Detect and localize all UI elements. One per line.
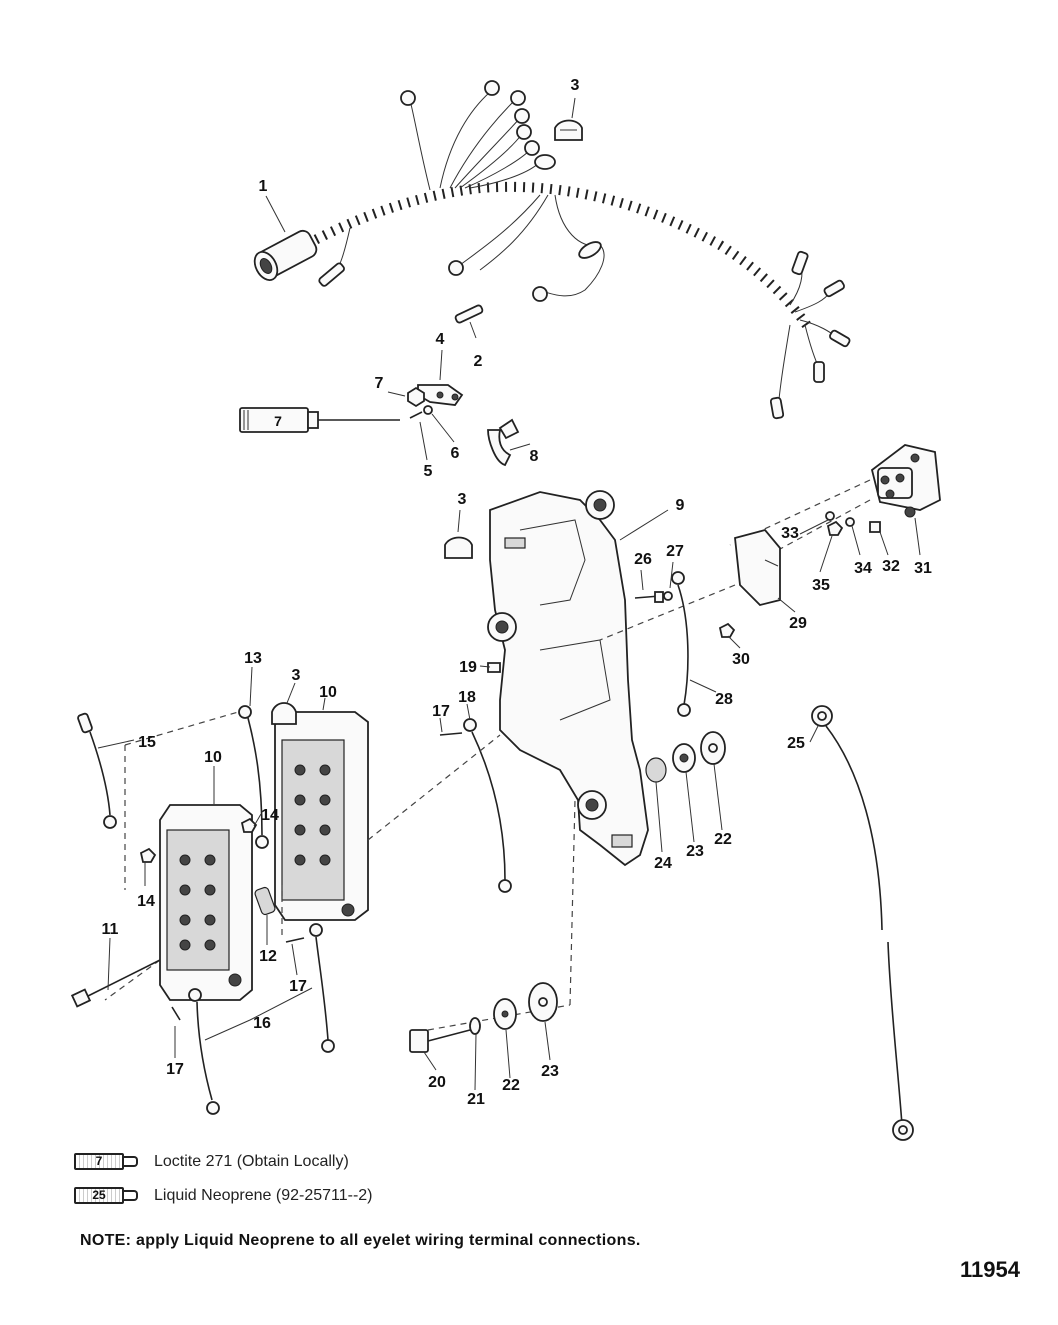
mounting-bracket-part-9 — [487, 490, 649, 867]
screw-part-17-lower — [171, 1006, 181, 1021]
callout-27: 27 — [666, 543, 684, 560]
callout-24: 24 — [654, 855, 672, 872]
clip-part-3-lower — [271, 702, 297, 725]
cable-part-25 — [811, 705, 914, 1141]
nut-part-14-upper — [240, 817, 258, 833]
switch-box-lower — [159, 804, 253, 1001]
screw-part-5 — [409, 411, 423, 419]
bolt-part-20 — [409, 1029, 471, 1053]
legend-text: Liquid Neoprene (92-25711--2) — [154, 1187, 373, 1204]
nut-part-7 — [407, 386, 425, 408]
callout-33: 33 — [781, 525, 799, 542]
lead-part-15 — [77, 712, 117, 829]
callout-18: 18 — [458, 689, 476, 706]
screw-part-17-right — [285, 937, 305, 943]
callout-23-upper: 23 — [686, 843, 704, 860]
callout-3-mid: 3 — [458, 491, 467, 508]
callout-5: 5 — [424, 463, 433, 480]
callout-1: 1 — [259, 178, 268, 195]
leader-lines — [97, 97, 921, 1091]
legend-text: Loctite 271 (Obtain Locally) — [154, 1153, 349, 1170]
loctite-tube-icon: 7 — [239, 407, 400, 433]
tube-icon: 7 — [74, 1152, 144, 1172]
legend-row-neoprene: 25 Liquid Neoprene (92-25711--2) — [74, 1186, 373, 1206]
callout-32: 32 — [882, 558, 900, 575]
lead-part-16 — [188, 923, 335, 1115]
callout-17-center: 17 — [432, 703, 450, 720]
bolt-part-11 — [70, 959, 161, 1008]
legend-row-loctite: 7 Loctite 271 (Obtain Locally) — [74, 1152, 349, 1172]
switch-box-upper — [274, 711, 369, 921]
fuse-part-2 — [454, 304, 484, 324]
callout-3-lower: 3 — [292, 667, 301, 684]
callout-13: 13 — [244, 650, 262, 667]
lead-part-13 — [238, 705, 269, 849]
harness-connector — [253, 229, 318, 281]
callout-17-lower: 17 — [166, 1061, 184, 1078]
callout-21: 21 — [467, 1091, 485, 1108]
callout-6: 6 — [451, 445, 460, 462]
plate-part-29 — [734, 528, 781, 606]
callout-25: 25 — [787, 735, 805, 752]
callout-14-upper: 14 — [261, 807, 279, 824]
callout-17-right: 17 — [289, 978, 307, 995]
tube-label: 7 — [274, 413, 282, 429]
callout-19: 19 — [459, 659, 477, 676]
callout-10-lower: 10 — [204, 749, 222, 766]
callout-7: 7 — [375, 375, 384, 392]
washer-part-34 — [845, 517, 855, 527]
clip-part-3-mid — [444, 536, 473, 559]
washer-part-27 — [663, 591, 673, 601]
callout-9: 9 — [676, 497, 685, 514]
callout-22-lower: 22 — [502, 1077, 520, 1094]
figure-number: 11954 — [960, 1257, 1020, 1282]
clip-part-3-top — [554, 119, 583, 141]
callout-29: 29 — [789, 615, 807, 632]
washer-part-33 — [825, 511, 835, 521]
screw-part-32 — [869, 521, 881, 533]
callout-11: 11 — [102, 921, 119, 938]
bracket-part-4 — [417, 384, 464, 406]
callout-14-lower: 14 — [137, 893, 155, 910]
lead-part-18 — [463, 718, 512, 893]
spacer-part-12 — [254, 886, 276, 916]
wiring-harness — [253, 80, 851, 420]
washer-part-6 — [423, 405, 433, 415]
tube-icon: 25 — [74, 1186, 144, 1206]
callout-12: 12 — [259, 948, 277, 965]
tube-number: 25 — [92, 1188, 106, 1202]
callout-2: 2 — [474, 353, 483, 370]
callout-34: 34 — [854, 560, 872, 577]
bolt-part-19 — [487, 662, 501, 673]
callout-28: 28 — [715, 691, 733, 708]
callout-31: 31 — [914, 560, 932, 577]
callout-30: 30 — [732, 651, 750, 668]
callout-23-lower: 23 — [541, 1063, 559, 1080]
clamp-part-8 — [487, 418, 520, 467]
lead-part-28 — [671, 571, 691, 717]
callout-26: 26 — [634, 551, 652, 568]
nut-part-35 — [826, 520, 844, 536]
callout-4: 4 — [436, 331, 445, 348]
screw-part-17-center — [439, 732, 463, 736]
solenoid-part-31 — [870, 444, 941, 518]
note-text: NOTE: apply Liquid Neoprene to all eyele… — [80, 1232, 641, 1249]
callout-8: 8 — [530, 448, 539, 465]
callout-35: 35 — [812, 577, 830, 594]
callout-15: 15 — [138, 734, 156, 751]
callout-10-upper: 10 — [319, 684, 337, 701]
callout-22-upper: 22 — [714, 831, 732, 848]
callout-20: 20 — [428, 1074, 446, 1091]
nut-part-14-lower — [139, 847, 157, 863]
callout-16: 16 — [253, 1015, 271, 1032]
bushing-part-24 — [645, 757, 667, 783]
callout-numbers: 1 2 3 4 5 6 7 8 3 9 26 27 33 34 32 31 35… — [102, 77, 932, 1108]
callout-3-top: 3 — [571, 77, 580, 94]
tube-number: 7 — [95, 1154, 103, 1168]
nut-part-30 — [718, 622, 736, 638]
washer-part-21 — [469, 1017, 481, 1035]
